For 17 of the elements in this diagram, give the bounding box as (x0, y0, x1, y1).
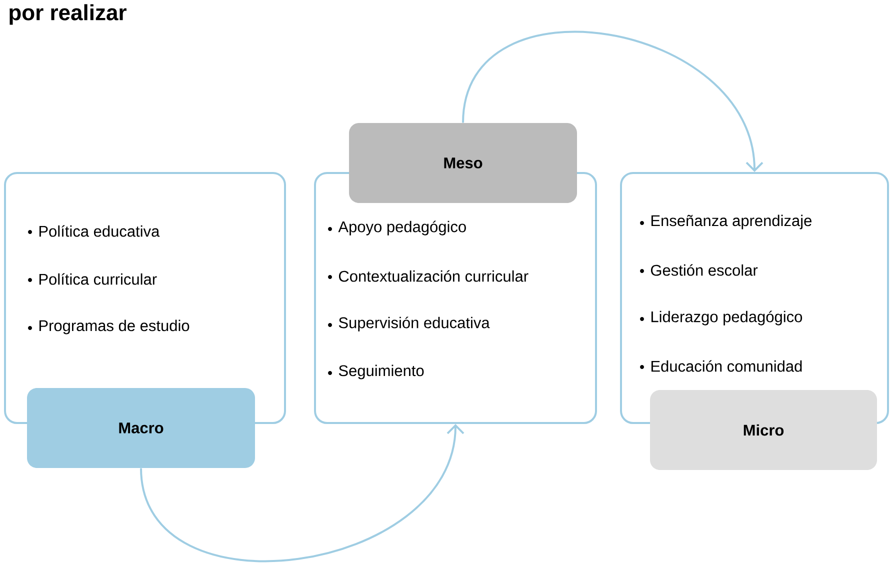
level-tab: Macro (27, 388, 255, 468)
list-item: Enseñanza aprendizaje (651, 214, 812, 230)
curved-arrow (140, 424, 464, 562)
curved-arrow (462, 30, 764, 172)
list-item: Programas de estudio (39, 320, 190, 334)
list-item: Supervisión educativa (338, 316, 490, 332)
level-tab: Meso (349, 123, 577, 203)
list-item: Política curricular (39, 273, 157, 285)
level-tab: Micro (650, 390, 877, 470)
list-item: Apoyo pedagógico (338, 220, 466, 236)
list-item: Seguimiento (338, 364, 424, 380)
list-item: Política educativa (39, 225, 160, 237)
list-item: Gestión escolar (651, 264, 758, 276)
title: por realizar (10, 4, 126, 25)
list-item: Liderazgo pedagógico (651, 310, 802, 326)
list-item: Educación comunidad (651, 360, 802, 372)
list-item: Contextualización curricular (339, 270, 528, 282)
